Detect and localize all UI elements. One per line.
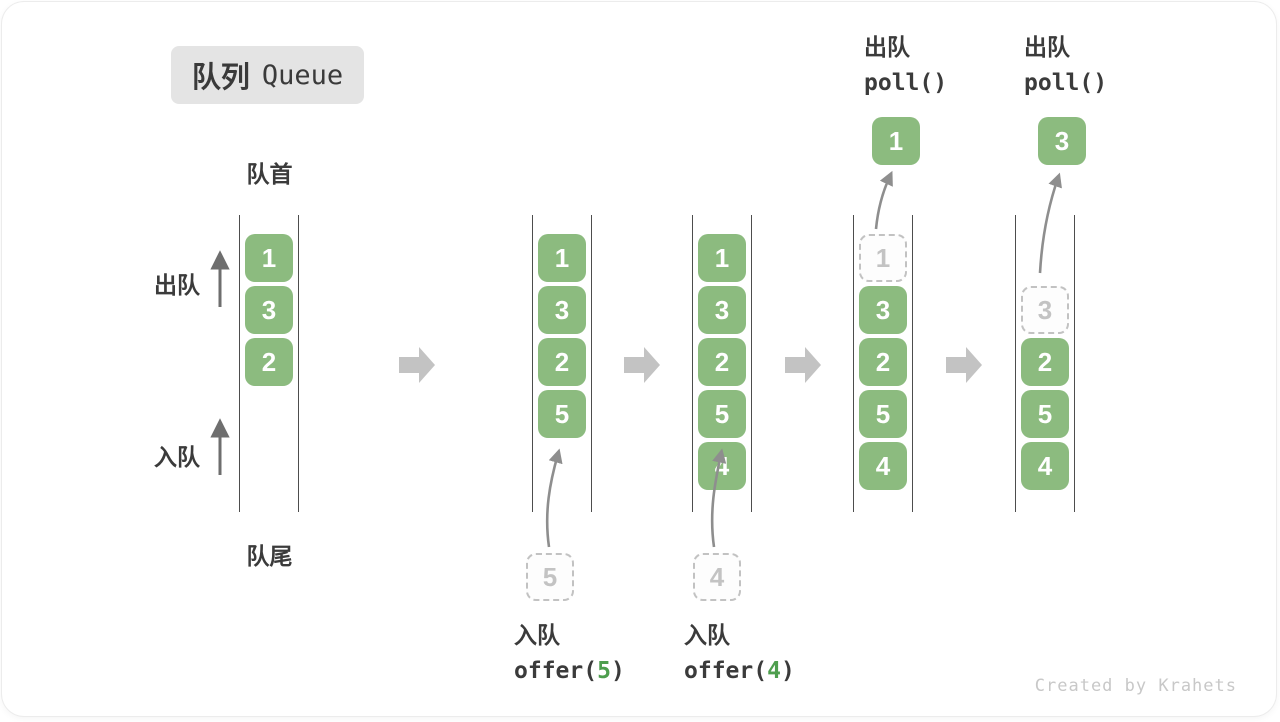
flow-arrow-icon <box>624 347 660 383</box>
queue-cell: 2 <box>538 338 586 386</box>
queue-state-4: 1 3 2 5 4 <box>853 215 913 512</box>
dequeue-op-label: 出队 <box>1024 34 1070 60</box>
queue-cell: 4 <box>859 442 907 490</box>
title-badge: 队列 Queue <box>171 46 364 104</box>
dequeue-label: 出队 <box>154 272 200 298</box>
op-offer-4: 入队 offer(4) <box>684 617 795 689</box>
flow-arrow-icon <box>946 347 982 383</box>
queue-cell: 4 <box>698 442 746 490</box>
queue-cell: 5 <box>859 390 907 438</box>
queue-state-2: 1 3 2 5 <box>532 215 592 512</box>
queue-cell: 2 <box>698 338 746 386</box>
queue-state-1: 1 3 2 <box>239 215 299 512</box>
flow-arrow-icon <box>785 347 821 383</box>
polled-cell: 1 <box>872 117 920 165</box>
queue-cell: 4 <box>1021 442 1069 490</box>
queue-cell: 1 <box>698 234 746 282</box>
poll-code: poll() <box>864 70 948 96</box>
queue-cell: 3 <box>698 286 746 334</box>
op-poll-1: 出队 poll() <box>864 29 947 101</box>
poll-code: poll() <box>1024 70 1108 96</box>
pending-cell: 5 <box>526 553 574 601</box>
watermark: Created by Krahets <box>1034 676 1237 696</box>
queue-cell: 5 <box>538 390 586 438</box>
queue-cell: 3 <box>538 286 586 334</box>
queue-cell: 1 <box>538 234 586 282</box>
queue-cell: 1 <box>245 234 293 282</box>
enqueue-op-label: 入队 <box>684 622 730 648</box>
queue-cell: 3 <box>245 286 293 334</box>
queue-state-5: 3 2 5 4 <box>1015 215 1075 512</box>
queue-cell: 5 <box>698 390 746 438</box>
queue-cell: 5 <box>1021 390 1069 438</box>
removed-cell: 3 <box>1021 286 1069 334</box>
queue-cell: 2 <box>859 338 907 386</box>
dequeue-op-label: 出队 <box>864 34 910 60</box>
title-en: Queue <box>261 59 344 91</box>
offer-arg: 5 <box>597 658 611 684</box>
queue-cell: 3 <box>859 286 907 334</box>
pending-cell: 4 <box>693 553 741 601</box>
front-label: 队首 <box>246 161 293 187</box>
enqueue-label: 入队 <box>154 444 200 470</box>
rear-label: 队尾 <box>246 543 293 569</box>
title-zh: 队列 <box>191 62 250 94</box>
enqueue-op-label: 入队 <box>514 622 560 648</box>
queue-cell: 2 <box>245 338 293 386</box>
flow-arrow-icon <box>399 347 435 383</box>
queue-cell: 2 <box>1021 338 1069 386</box>
op-offer-5: 入队 offer(5) <box>514 617 625 689</box>
queue-state-3: 1 3 2 5 4 <box>692 215 752 512</box>
removed-cell: 1 <box>859 234 907 282</box>
offer-arg: 4 <box>767 658 781 684</box>
offer-code: offer(4) <box>684 658 795 684</box>
op-poll-2: 出队 poll() <box>1024 29 1107 101</box>
polled-cell: 3 <box>1038 117 1086 165</box>
offer-code: offer(5) <box>514 658 625 684</box>
